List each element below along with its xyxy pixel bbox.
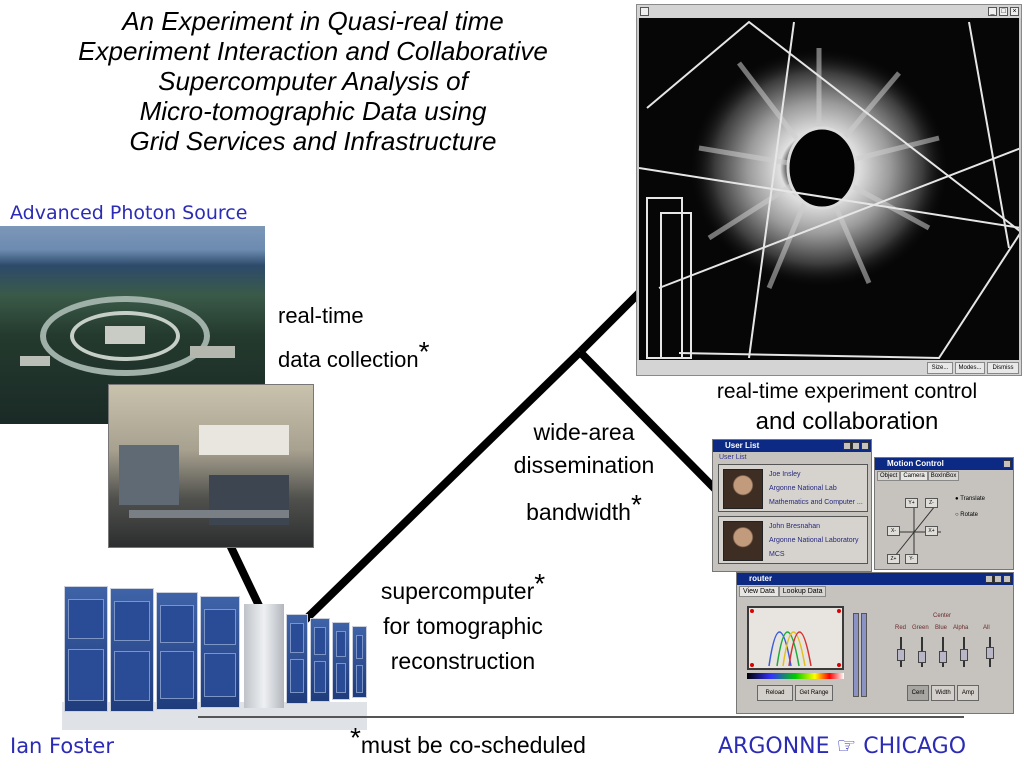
- link-supercomputer-hub: [302, 349, 583, 623]
- range-bar-left[interactable]: [853, 613, 859, 697]
- avatar: [723, 469, 763, 509]
- motion-control-titlebar[interactable]: Motion Control: [875, 458, 1013, 470]
- supercomputer-photo: [62, 584, 367, 730]
- minimize-icon[interactable]: _: [988, 7, 997, 16]
- user-list-label: User List: [719, 454, 747, 461]
- get-range-button[interactable]: Get Range: [795, 685, 833, 701]
- channel-all-label: All: [983, 625, 990, 631]
- width-mode-button[interactable]: Width: [931, 685, 955, 701]
- caption-supercomputer: supercomputer* for tomographic reconstru…: [380, 568, 546, 674]
- minimize-icon[interactable]: [843, 442, 851, 450]
- blue-slider-knob[interactable]: [939, 651, 947, 663]
- red-slider-knob[interactable]: [897, 649, 905, 661]
- minimize-icon[interactable]: [985, 575, 993, 583]
- y-plus-button[interactable]: Y+: [905, 498, 918, 508]
- y-minus-button[interactable]: Y-: [905, 554, 918, 564]
- viewer-status-bar: Size... Modes... Dismiss: [637, 360, 1021, 375]
- caption-data-collection: real-time data collection*: [278, 303, 430, 372]
- channel-alpha-label: Alpha: [953, 625, 969, 631]
- tab-camera[interactable]: Camera: [900, 471, 928, 481]
- link-hub-visualization: [577, 289, 643, 355]
- z-plus-button[interactable]: Z+: [887, 554, 900, 564]
- aps-label: Advanced Photon Source: [10, 202, 248, 224]
- footer-rule: [198, 716, 964, 718]
- x-plus-button[interactable]: X+: [925, 526, 938, 536]
- transfer-curves: [750, 609, 841, 667]
- lab-photo: [108, 384, 314, 548]
- viewer-titlebar[interactable]: _ □ ×: [637, 5, 1021, 18]
- tomography-render-canvas[interactable]: [639, 18, 1019, 360]
- channel-blue-label: Blue: [935, 625, 948, 631]
- link-aps-supercomputer: [226, 543, 266, 614]
- reload-button[interactable]: Reload: [757, 685, 793, 701]
- channel-red-label: Red: [895, 625, 907, 631]
- user-list-window[interactable]: User List User List Joe Insley Argonne N…: [712, 439, 872, 572]
- dismiss-button[interactable]: Dismiss: [987, 362, 1019, 374]
- tab-boxinbox[interactable]: BoxInBox: [927, 471, 960, 481]
- rotate-radio[interactable]: ○ Rotate: [955, 512, 978, 518]
- all-slider-knob[interactable]: [986, 647, 994, 659]
- user-card[interactable]: John Bresnahan Argonne National Laborato…: [718, 516, 868, 564]
- size-button[interactable]: Size...: [927, 362, 953, 374]
- author-name: Ian Foster: [10, 734, 114, 758]
- user-card[interactable]: Joe Insley Argonne National Lab Mathemat…: [718, 464, 868, 512]
- footer-institutions: ARGONNE ☞ CHICAGO: [718, 734, 967, 759]
- link-hub-collaboration: [577, 349, 721, 495]
- x-minus-button[interactable]: X-: [887, 526, 900, 536]
- tomography-volume-render: [639, 20, 1019, 360]
- range-bar-right[interactable]: [861, 613, 867, 697]
- close-icon[interactable]: [861, 442, 869, 450]
- green-slider-knob[interactable]: [918, 651, 926, 663]
- modes-button[interactable]: Modes...: [955, 362, 985, 374]
- center-label: Center: [933, 613, 952, 619]
- tab-view-data[interactable]: View Data: [739, 586, 779, 597]
- maximize-icon[interactable]: □: [999, 7, 1008, 16]
- tab-lookup-data[interactable]: Lookup Data: [778, 586, 827, 597]
- caption-dissemination: wide-area dissemination bandwidth*: [513, 419, 655, 525]
- tab-object[interactable]: Object: [877, 471, 901, 481]
- caption-experiment-control: real-time experiment control and collabo…: [716, 380, 978, 435]
- avatar: [723, 521, 763, 561]
- close-icon[interactable]: [1003, 460, 1011, 468]
- router-titlebar[interactable]: router: [737, 573, 1013, 585]
- tomography-viewer-window[interactable]: _ □ ×: [636, 4, 1022, 376]
- channel-green-label: Green: [912, 625, 929, 631]
- close-icon[interactable]: ×: [1010, 7, 1019, 16]
- maximize-icon[interactable]: [994, 575, 1002, 583]
- alpha-slider-knob[interactable]: [960, 649, 968, 661]
- window-menu-icon[interactable]: [640, 7, 649, 16]
- maximize-icon[interactable]: [852, 442, 860, 450]
- amp-mode-button[interactable]: Amp: [957, 685, 979, 701]
- colormap-bar: [747, 673, 844, 679]
- user-list-titlebar[interactable]: User List: [713, 440, 871, 452]
- translate-radio[interactable]: ● Translate: [955, 496, 985, 502]
- center-mode-button[interactable]: Cent: [907, 685, 929, 701]
- close-icon[interactable]: [1003, 575, 1011, 583]
- footnote: *must be co-scheduled: [350, 722, 586, 759]
- transfer-function-plot[interactable]: [747, 606, 844, 670]
- z-minus-button[interactable]: Z-: [925, 498, 938, 508]
- slide-title: An Experiment in Quasi-real time Experim…: [78, 6, 548, 156]
